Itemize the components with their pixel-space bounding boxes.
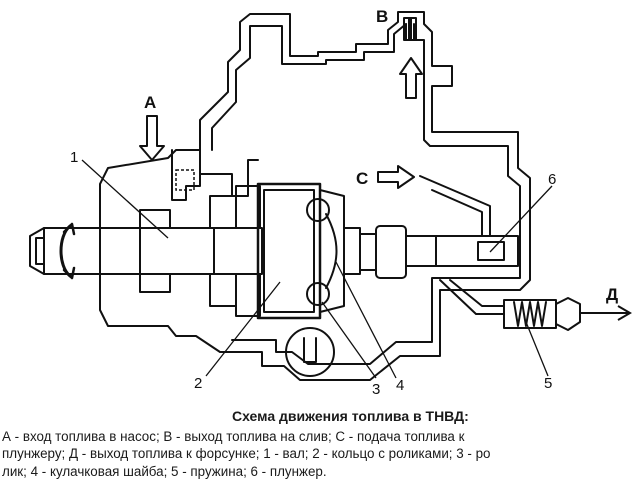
part-number-2: 2 xyxy=(194,375,202,392)
outlet-fitting xyxy=(555,297,581,331)
pump-housing xyxy=(99,11,531,381)
label-b: В xyxy=(376,7,388,26)
roller-upper xyxy=(306,198,330,222)
bearing-block-upper xyxy=(139,209,171,229)
label-c: С xyxy=(356,169,368,188)
leader-2 xyxy=(205,281,281,377)
outlet-line xyxy=(439,279,505,315)
cam-disc xyxy=(319,189,345,313)
leader-4 xyxy=(335,261,397,379)
caption-line-1: А - вход топлива в насос; В - выход топл… xyxy=(2,429,465,444)
part-number-1: 1 xyxy=(70,149,78,166)
roller-lower xyxy=(306,282,330,306)
bearing-block-lower xyxy=(139,273,171,293)
part-number-6: 6 xyxy=(548,171,556,188)
caption-line-3: лик; 4 - кулачковая шайба; 5 - пружина; … xyxy=(2,464,327,479)
arrow-a xyxy=(139,115,165,161)
leader-5 xyxy=(525,321,549,377)
arrow-b xyxy=(399,57,423,99)
arrow-c xyxy=(377,165,415,189)
leader-1 xyxy=(81,159,169,239)
plunger xyxy=(405,235,519,267)
leader-6 xyxy=(489,185,553,253)
caption-line-2: плунжеру; Д - выход топлива к форсунке; … xyxy=(2,446,491,461)
valve-spring xyxy=(513,301,547,327)
shaft-nut xyxy=(29,227,45,275)
inlet-passage xyxy=(171,149,201,201)
caption-title: Схема движения топлива в ТНВД: xyxy=(232,408,469,424)
leader-3 xyxy=(321,301,377,379)
roller-ring xyxy=(256,182,322,320)
plunger-collar xyxy=(375,225,407,279)
fuel-pump-diagram: А В С Д 1 2 3 4 5 6 xyxy=(29,7,632,398)
part-number-3: 3 xyxy=(372,381,380,398)
drive-shaft xyxy=(43,227,263,275)
bottom-boss xyxy=(285,327,335,377)
label-a: А xyxy=(144,93,156,112)
part-number-4: 4 xyxy=(396,377,404,394)
part-number-5: 5 xyxy=(544,375,552,392)
supply-channel xyxy=(419,175,491,237)
label-d: Д xyxy=(606,285,618,304)
rotation-arrow xyxy=(59,224,72,278)
